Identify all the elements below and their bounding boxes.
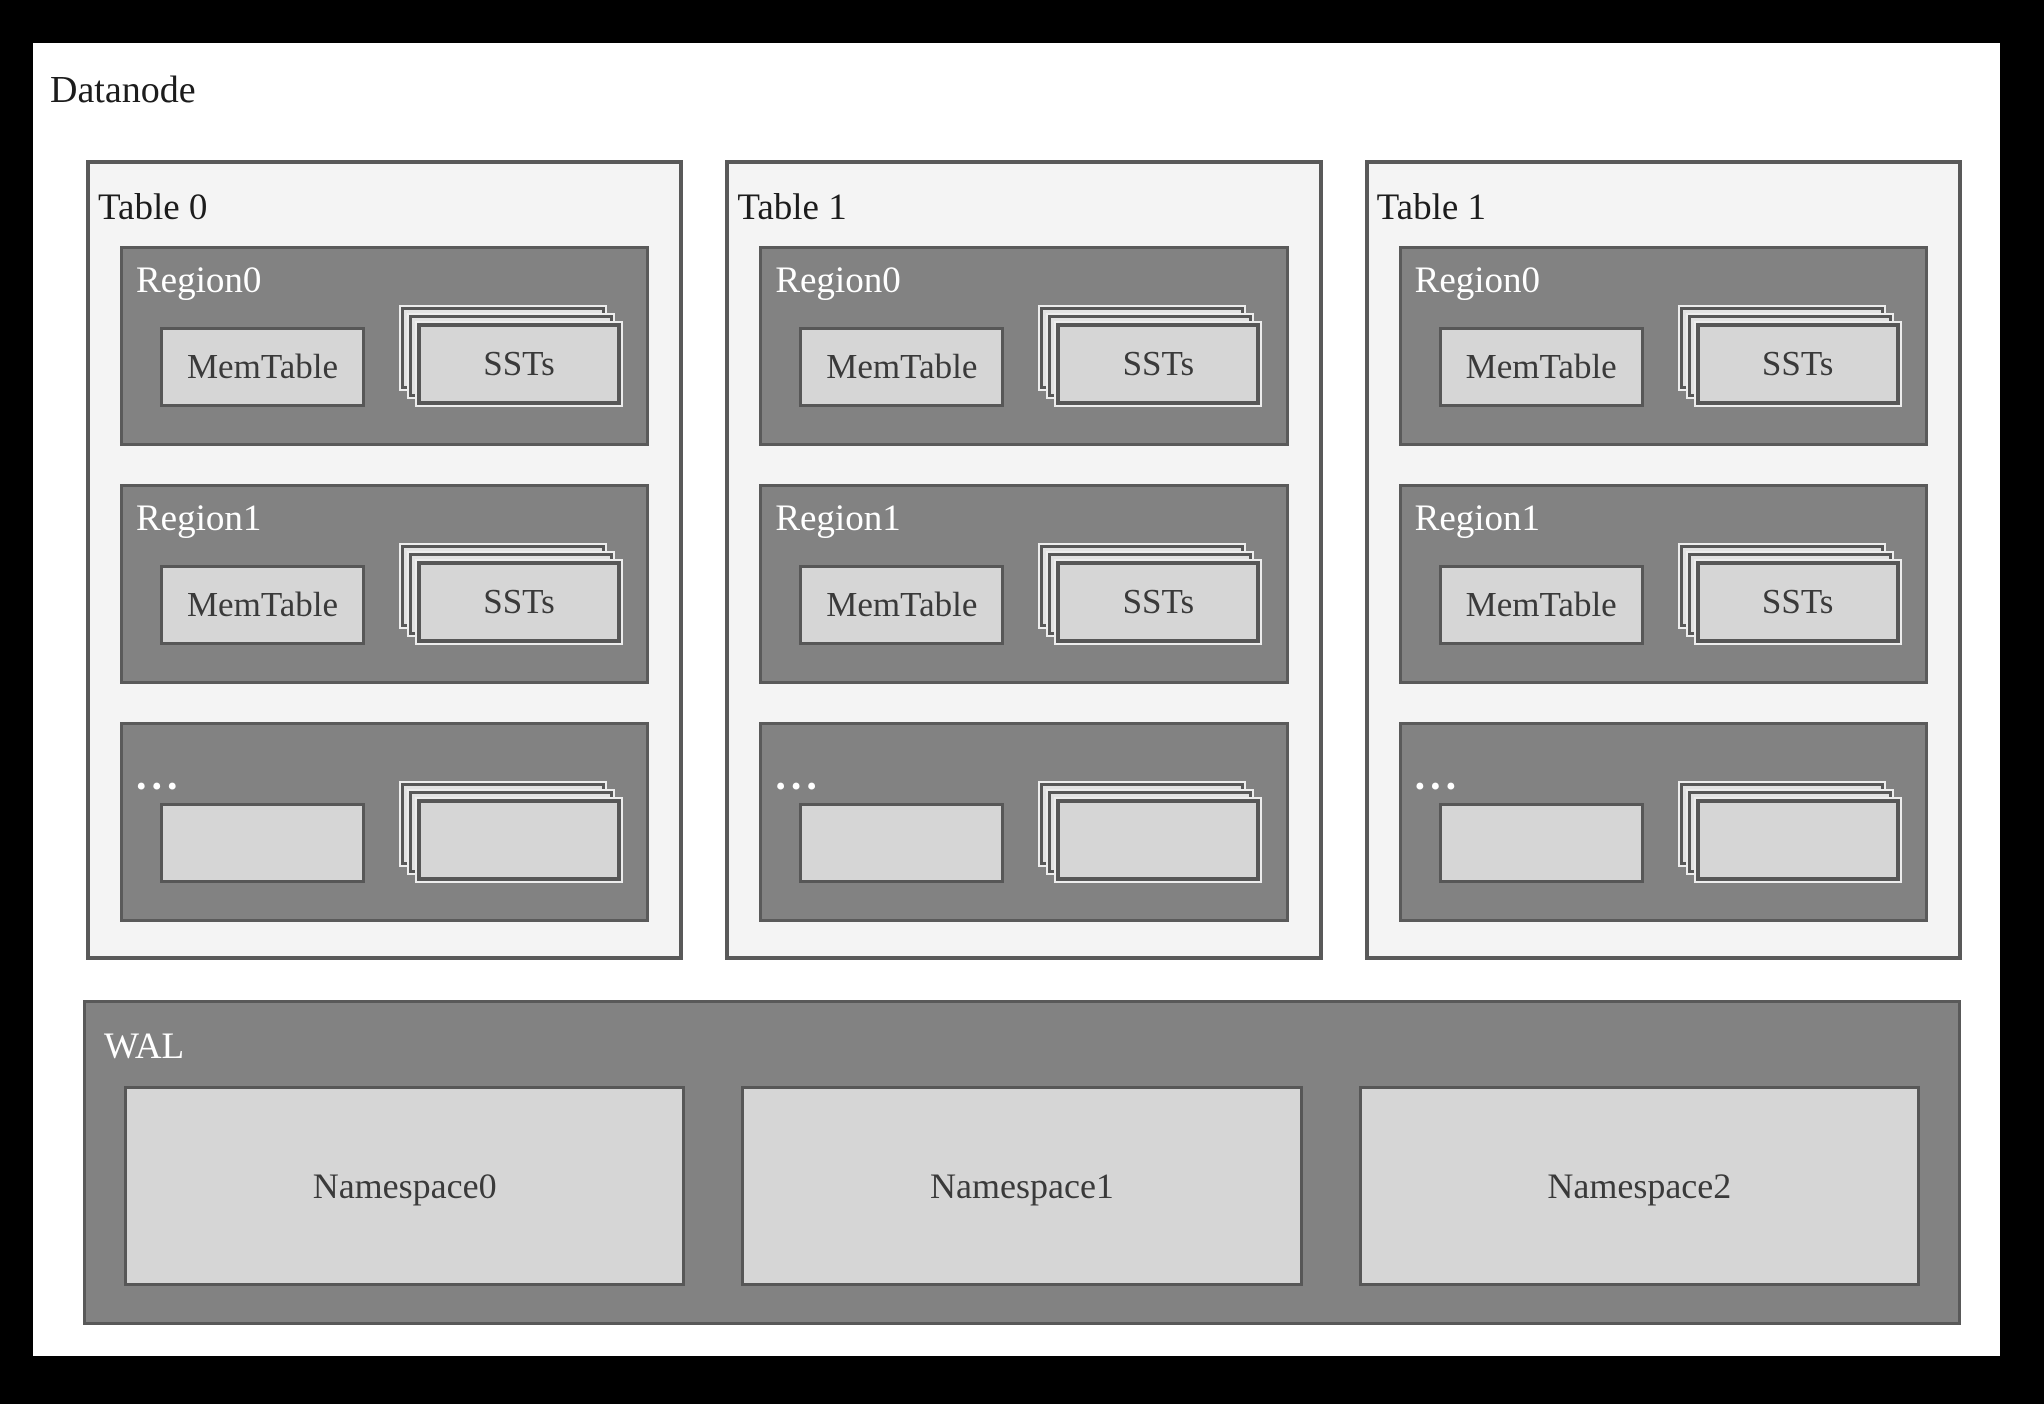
memtable-box-empty — [160, 803, 365, 883]
ssts-stack-empty — [1677, 781, 1906, 903]
ssts-card-front: SSTs — [1693, 559, 1902, 645]
region-box-ellipsis: ... — [1398, 722, 1928, 922]
namespace-box: Namespace2 — [1358, 1086, 1920, 1286]
table-label: Table 1 — [737, 187, 847, 228]
datanode-panel: Datanode Table 0 Region0 MemTable SSTs R… — [33, 43, 2000, 1356]
ssts-card-front: SSTs — [1054, 559, 1263, 645]
wal-box: WAL Namespace0 Namespace1 Namespace2 — [83, 1000, 1961, 1325]
namespace-box: Namespace1 — [741, 1086, 1303, 1286]
ssts-card-front — [1693, 797, 1902, 883]
namespace-box: Namespace0 — [124, 1086, 686, 1286]
ssts-stack: SSTs — [399, 305, 627, 427]
memtable-box-empty — [1438, 803, 1644, 883]
region-box: Region1 MemTable SSTs — [120, 484, 650, 684]
region-label: Region0 — [1414, 260, 1541, 301]
ssts-stack: SSTs — [1038, 305, 1266, 427]
ssts-stack: SSTs — [1677, 305, 1906, 427]
region-ellipsis-label: ... — [136, 753, 183, 799]
ssts-card-front: SSTs — [1054, 321, 1263, 407]
ssts-card-front: SSTs — [1693, 321, 1902, 407]
region-box-ellipsis: ... — [120, 722, 650, 922]
ssts-stack: SSTs — [399, 543, 627, 665]
region-box: Region0 MemTable SSTs — [120, 246, 650, 446]
table-card-1: Table 1 Region0 MemTable SSTs Region1 Me… — [725, 160, 1323, 960]
memtable-box: MemTable — [160, 565, 365, 645]
region-label: Region0 — [775, 260, 901, 301]
region-box: Region1 MemTable SSTs — [1398, 484, 1928, 684]
memtable-box-empty — [799, 803, 1005, 883]
wal-label: WAL — [104, 1026, 185, 1067]
ssts-card-front — [1054, 797, 1263, 883]
region-box-ellipsis: ... — [759, 722, 1289, 922]
memtable-box: MemTable — [160, 327, 365, 407]
ssts-stack: SSTs — [1038, 543, 1266, 665]
table-card-0: Table 0 Region0 MemTable SSTs Region1 Me… — [86, 160, 684, 960]
ssts-stack-empty — [399, 781, 627, 903]
ssts-card-front — [415, 797, 623, 883]
region-box: Region1 MemTable SSTs — [759, 484, 1289, 684]
region-label: Region1 — [775, 498, 901, 539]
region-label: Region1 — [136, 498, 262, 539]
region-ellipsis-label: ... — [775, 753, 822, 799]
memtable-box: MemTable — [1438, 327, 1644, 407]
memtable-box: MemTable — [799, 565, 1005, 645]
ssts-stack-empty — [1038, 781, 1266, 903]
region-label: Region1 — [1414, 498, 1541, 539]
region-ellipsis-label: ... — [1414, 753, 1462, 799]
table-label: Table 1 — [1376, 187, 1487, 228]
region-box: Region0 MemTable SSTs — [759, 246, 1289, 446]
memtable-box: MemTable — [1438, 565, 1644, 645]
ssts-card-front: SSTs — [415, 321, 623, 407]
region-box: Region0 MemTable SSTs — [1398, 246, 1928, 446]
tables-row: Table 0 Region0 MemTable SSTs Region1 Me… — [86, 160, 1962, 960]
datanode-title: Datanode — [50, 69, 196, 111]
ssts-card-front: SSTs — [415, 559, 623, 645]
table-card-2: Table 1 Region0 MemTable SSTs Region1 Me… — [1364, 160, 1962, 960]
region-label: Region0 — [136, 260, 262, 301]
table-label: Table 0 — [98, 187, 208, 228]
memtable-box: MemTable — [799, 327, 1005, 407]
ssts-stack: SSTs — [1677, 543, 1906, 665]
wal-namespaces-row: Namespace0 Namespace1 Namespace2 — [124, 1086, 1920, 1286]
